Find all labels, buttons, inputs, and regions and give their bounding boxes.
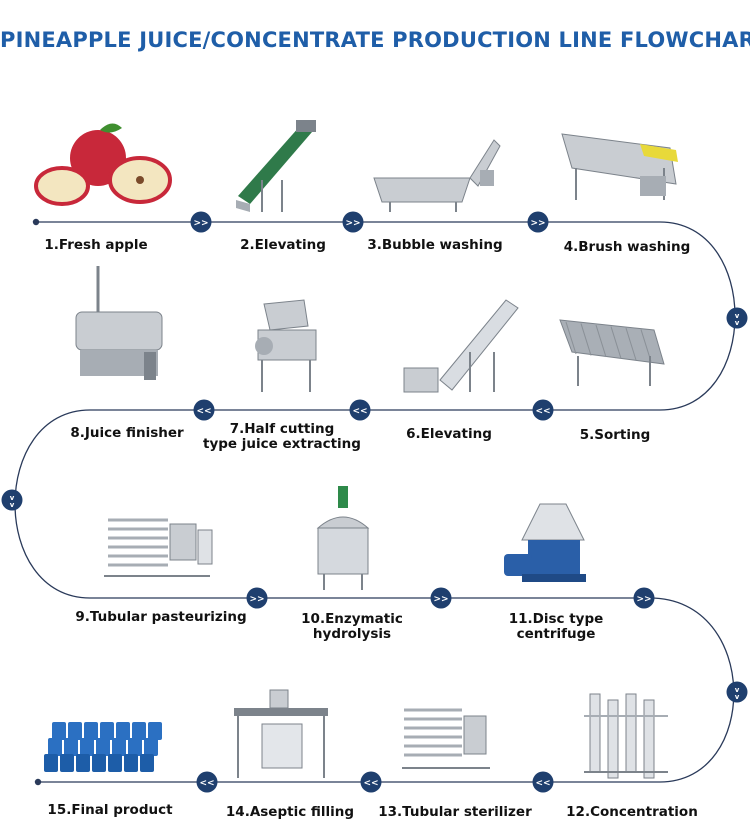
step-label-4: 4.Brush washing bbox=[517, 240, 737, 255]
svg-text:<<: << bbox=[196, 407, 211, 417]
step-label-line1: 6.Elevating bbox=[406, 426, 492, 442]
step-label-line1: 2.Elevating bbox=[240, 237, 326, 253]
svg-text:>>: >> bbox=[193, 219, 208, 229]
step-label-8: 8.Juice finisher bbox=[17, 426, 237, 441]
svg-text:vv: vv bbox=[10, 494, 15, 509]
apple-icon bbox=[34, 123, 172, 206]
evaporator-icon bbox=[584, 693, 668, 779]
arrow-badge-left: << bbox=[532, 399, 554, 421]
pasteurizer-icon bbox=[104, 518, 213, 577]
filler-icon bbox=[234, 689, 328, 778]
step-label-line1: 14.Aseptic filling bbox=[225, 804, 355, 820]
arrow-badge-right: >> bbox=[342, 211, 364, 233]
step-label-13: 13.Tubular sterilizer bbox=[345, 805, 565, 820]
brush-washer-icon bbox=[561, 133, 678, 200]
step-label-line1: 10.Enzymatic bbox=[301, 611, 403, 627]
step-label-6: 6.Elevating bbox=[339, 427, 559, 442]
flow-end-dot bbox=[34, 778, 42, 786]
arrow-badge-left: << bbox=[532, 771, 554, 793]
step-label-line1: 4.Brush washing bbox=[563, 239, 691, 255]
step-label-line1: 15.Final product bbox=[47, 802, 173, 818]
arrow-badge-right: >> bbox=[633, 587, 655, 609]
step-label-line1: 11.Disc type bbox=[508, 611, 604, 627]
page-title: PINEAPPLE JUICE/CONCENTRATE PRODUCTION L… bbox=[0, 28, 750, 52]
conveyor-icon bbox=[236, 120, 316, 212]
sterilizer-icon bbox=[402, 708, 490, 769]
tank-icon bbox=[316, 486, 370, 590]
sorting-table-icon bbox=[559, 319, 665, 386]
arrow-badge-right: >> bbox=[527, 211, 549, 233]
arrow-badge-left: << bbox=[193, 399, 215, 421]
svg-text:<<: << bbox=[535, 407, 550, 417]
step-label-line1: 9.Tubular pasteurizing bbox=[75, 609, 247, 625]
svg-text:vv: vv bbox=[735, 312, 740, 327]
step-label-15: 15.Final product bbox=[0, 803, 220, 818]
step-label-line1: 1.Fresh apple bbox=[44, 237, 148, 253]
arrow-badge-right: >> bbox=[430, 587, 452, 609]
step-label-5: 5.Sorting bbox=[505, 428, 725, 443]
step-label-line1: 8.Juice finisher bbox=[70, 425, 184, 441]
svg-text:<<: << bbox=[363, 779, 378, 789]
arrow-badge-right: >> bbox=[190, 211, 212, 233]
step-label-line1: 3.Bubble washing bbox=[367, 237, 503, 253]
step-label-line1: 7.Half cutting bbox=[229, 421, 335, 437]
step-label-line1: 5.Sorting bbox=[579, 427, 651, 443]
step-label-2: 2.Elevating bbox=[173, 238, 393, 253]
svg-text:vv: vv bbox=[735, 686, 740, 701]
step-label-1: 1.Fresh apple bbox=[0, 238, 206, 253]
svg-text:>>: >> bbox=[433, 595, 448, 605]
svg-text:<<: << bbox=[199, 779, 214, 789]
svg-text:>>: >> bbox=[249, 595, 264, 605]
drums-icon bbox=[44, 722, 162, 772]
step-label-9: 9.Tubular pasteurizing bbox=[51, 610, 271, 625]
svg-text:<<: << bbox=[352, 407, 367, 417]
extractor-icon bbox=[255, 299, 317, 392]
svg-text:>>: >> bbox=[345, 219, 360, 229]
svg-text:>>: >> bbox=[530, 219, 545, 229]
svg-text:<<: << bbox=[535, 779, 550, 789]
washer-icon bbox=[373, 139, 501, 212]
elevator-icon bbox=[403, 299, 519, 393]
step-label-line2: type juice extracting bbox=[203, 436, 361, 452]
step-label-line2: hydrolysis bbox=[312, 626, 392, 642]
step-label-3: 3.Bubble washing bbox=[325, 238, 545, 253]
step-label-line1: 12.Concentration bbox=[566, 804, 698, 820]
step-label-line1: 13.Tubular sterilizer bbox=[378, 804, 532, 820]
step-label-12: 12.Concentration bbox=[522, 805, 742, 820]
finisher-icon bbox=[75, 266, 163, 380]
arrow-badge-left: << bbox=[360, 771, 382, 793]
step-label-14: 14.Aseptic filling bbox=[180, 805, 400, 820]
arrow-badge-right: >> bbox=[246, 587, 268, 609]
centrifuge-icon bbox=[504, 503, 586, 582]
arrow-badge-left: << bbox=[349, 399, 371, 421]
arrow-badge-left: << bbox=[196, 771, 218, 793]
flow-start-dot bbox=[32, 218, 40, 226]
step-label-line2: centrifuge bbox=[516, 626, 596, 642]
svg-text:>>: >> bbox=[636, 595, 651, 605]
